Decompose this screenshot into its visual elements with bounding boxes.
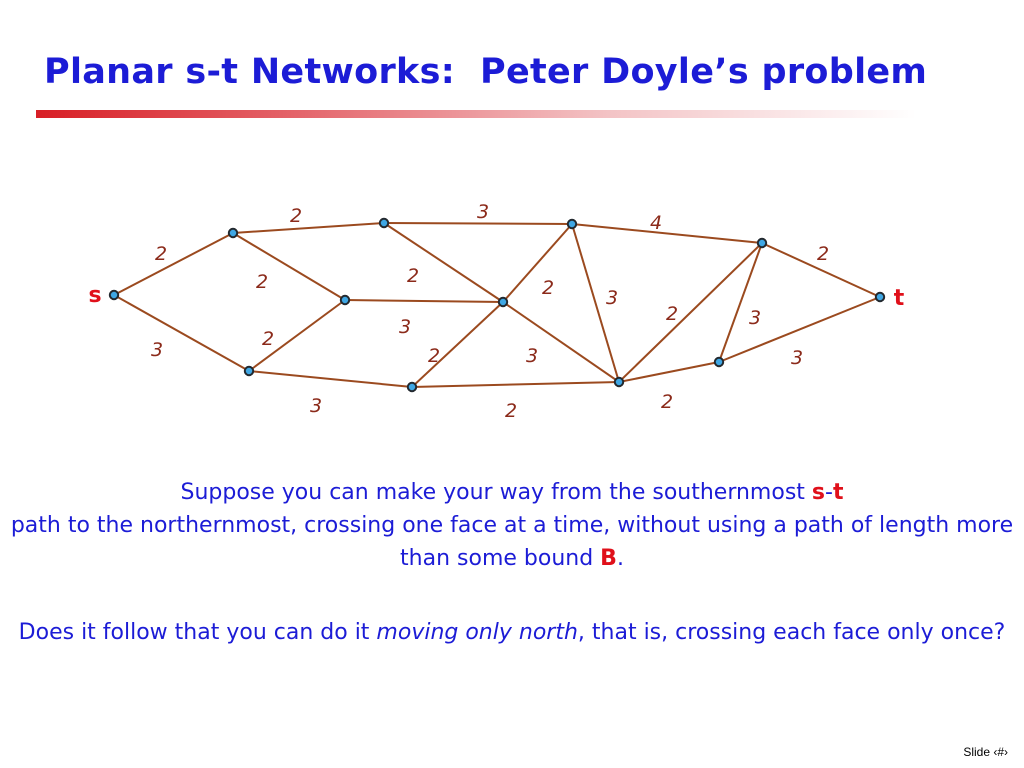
question-text-2: , that is, crossing each face only once?	[577, 620, 1006, 645]
edge	[344, 299, 504, 303]
edge-weight-label: 3	[791, 347, 803, 369]
graph-node	[227, 227, 239, 239]
edge-weight-label: 3	[526, 345, 538, 367]
edge	[502, 301, 620, 383]
edge	[571, 223, 763, 244]
question-premise: Suppose you can make your way from the s…	[0, 476, 1024, 575]
edge-weight-label: 2	[428, 345, 440, 367]
graph-node	[566, 218, 578, 230]
premise-text-1: Suppose you can make your way from the s…	[180, 480, 812, 505]
slide-title: Planar s-t Networks: Peter Doyle’s probl…	[44, 52, 928, 92]
premise-bound: B	[600, 546, 617, 571]
graph-node	[406, 381, 418, 393]
edge	[411, 301, 504, 388]
edge-weight-label: 2	[290, 205, 302, 227]
edge	[113, 294, 250, 372]
question: Does it follow that you can do it moving…	[0, 616, 1024, 649]
graph-node	[378, 217, 390, 229]
sink-node	[874, 291, 886, 303]
question-text-1: Does it follow that you can do it	[18, 620, 377, 645]
sink-label: t	[894, 286, 905, 311]
edge-weight-label: 2	[542, 277, 554, 299]
graph-node	[613, 376, 625, 388]
premise-t: t	[832, 480, 844, 505]
graph-node	[497, 296, 509, 308]
edges	[113, 222, 881, 388]
source-node	[108, 289, 120, 301]
graph-node	[243, 365, 255, 377]
edge-weight-label: 2	[407, 265, 419, 287]
graph-node	[713, 356, 725, 368]
edge	[618, 361, 720, 383]
edge	[232, 232, 346, 301]
edge-weight-label: 3	[399, 316, 411, 338]
edge	[502, 223, 573, 303]
nodes	[108, 217, 886, 393]
edge-weight-label: 3	[749, 307, 761, 329]
premise-end: .	[616, 546, 624, 571]
edge	[761, 242, 881, 298]
edge	[248, 370, 413, 388]
graph-node	[339, 294, 351, 306]
edge-weight-label: 2	[817, 243, 829, 265]
edge	[248, 299, 346, 372]
edge-weight-label: 3	[477, 201, 489, 223]
edge	[383, 222, 504, 303]
edge-weight-label: 2	[661, 391, 673, 413]
edge	[232, 222, 385, 234]
edge	[718, 296, 881, 363]
edge	[383, 222, 573, 225]
edge-weight-label: 2	[262, 328, 274, 350]
edge-weight-label: 3	[606, 287, 618, 309]
edge-weight-label: 2	[666, 303, 678, 325]
edge	[571, 223, 620, 383]
edge	[618, 242, 763, 383]
edge	[113, 232, 234, 296]
slide-number: Slide ‹#›	[963, 745, 1008, 759]
source-label: s	[88, 283, 101, 308]
edge-weight-label: 2	[256, 271, 268, 293]
edge-weight-label: 3	[310, 395, 322, 417]
title-rule	[36, 110, 916, 118]
question-emphasis: moving only north	[376, 620, 578, 645]
edge-weight-label: 3	[151, 339, 163, 361]
premise-s: s	[811, 480, 826, 505]
edge-weight-label: 2	[505, 400, 517, 422]
edge-weight-label: 4	[650, 212, 662, 234]
edge-weight-label: 2	[155, 243, 167, 265]
edge	[718, 242, 763, 363]
edge	[411, 381, 620, 388]
premise-dash: -	[825, 480, 833, 505]
premise-text-2: path to the northernmost, crossing one f…	[10, 513, 1014, 571]
graph-node	[756, 237, 768, 249]
